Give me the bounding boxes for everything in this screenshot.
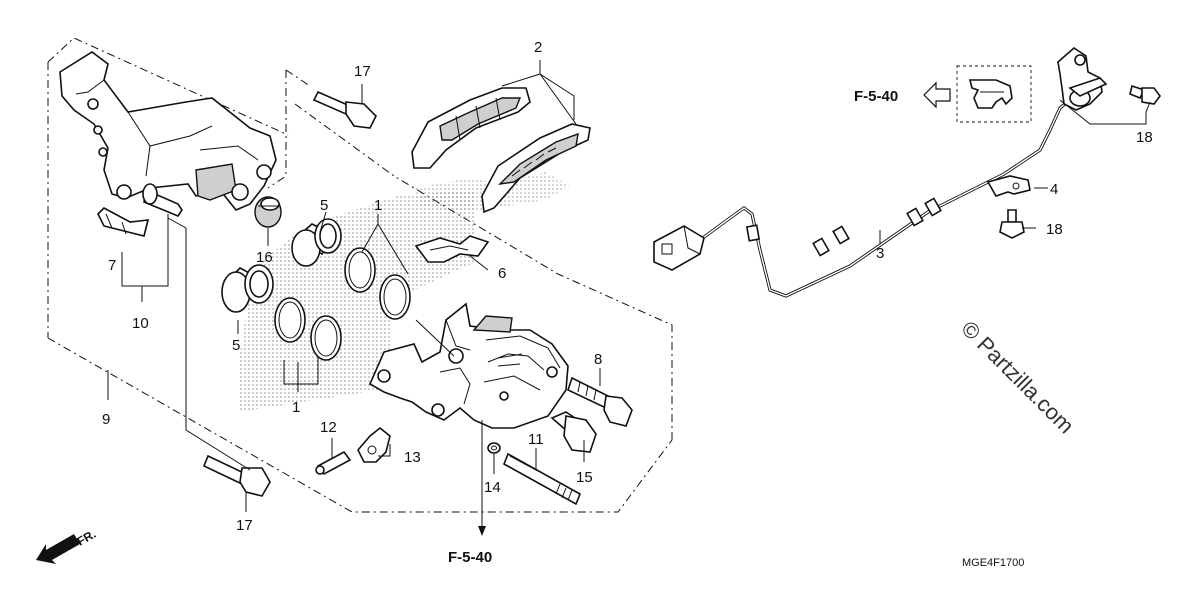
pad-retainer <box>97 207 150 237</box>
left-arrow-icon <box>923 81 951 109</box>
caliper-bracket <box>59 51 277 211</box>
pad-pin <box>502 452 582 506</box>
callout-10: 10 <box>132 315 149 332</box>
cable-clamp <box>986 175 1031 197</box>
plug-bolt <box>550 411 597 453</box>
brake-pads <box>411 87 591 214</box>
pad-spring <box>414 235 490 263</box>
caliper-body <box>368 302 569 429</box>
callout-8: 8 <box>594 351 602 368</box>
callout-17-top: 17 <box>354 63 371 80</box>
diagram-code: MGE4F1700 <box>962 557 1024 569</box>
speed-sensor-cable <box>699 96 1074 298</box>
washer <box>487 442 501 454</box>
bolt-bottom <box>202 454 271 497</box>
bolt-18-bottom <box>999 209 1025 239</box>
callout-11: 11 <box>528 431 544 448</box>
callout-6: 6 <box>498 265 506 282</box>
bleeder-valve <box>315 450 352 476</box>
callout-13: 13 <box>404 449 421 466</box>
callout-1-top: 1 <box>374 197 382 214</box>
reference-top-label: F-5-40 <box>854 88 898 105</box>
reference-top[interactable]: F-5-40 <box>854 81 951 109</box>
callout-9: 9 <box>102 411 110 428</box>
bracket-pin <box>142 183 183 217</box>
front-arrow-icon <box>36 534 80 564</box>
arrow-heads <box>478 526 486 536</box>
callout-5-bottom: 5 <box>232 337 240 354</box>
reference-bottom-label[interactable]: F-5-40 <box>448 549 492 566</box>
boot <box>254 196 282 228</box>
clip-inset <box>956 65 1032 123</box>
bolt-18-top <box>1129 84 1161 105</box>
seals <box>274 247 411 361</box>
callout-2: 2 <box>534 39 542 56</box>
callout-15: 15 <box>576 469 593 486</box>
watermark: © Partzilla.com <box>956 316 1079 439</box>
front-marker-label: FR. <box>75 527 99 549</box>
bolt-top <box>312 90 377 129</box>
bleeder-cap <box>357 426 391 463</box>
callout-1-bottom: 1 <box>292 399 300 416</box>
pin-bolt <box>567 376 633 427</box>
callout-17-bottom: 17 <box>236 517 253 534</box>
callout-18-top: 18 <box>1136 129 1153 146</box>
callout-3: 3 <box>876 245 884 262</box>
speed-sensor-head <box>1057 46 1108 111</box>
callout-14: 14 <box>484 479 501 496</box>
callout-4: 4 <box>1050 181 1058 198</box>
piston-upper <box>291 218 342 267</box>
sensor-connector <box>653 225 705 271</box>
callout-18-right: 18 <box>1046 221 1063 238</box>
callout-7: 7 <box>108 257 116 274</box>
piston-lower <box>221 264 274 313</box>
callout-5-top: 5 <box>320 197 328 214</box>
leader-lines <box>107 60 1151 528</box>
front-marker: FR. <box>36 527 98 564</box>
callout-16: 16 <box>256 249 273 266</box>
callout-12: 12 <box>320 419 337 436</box>
